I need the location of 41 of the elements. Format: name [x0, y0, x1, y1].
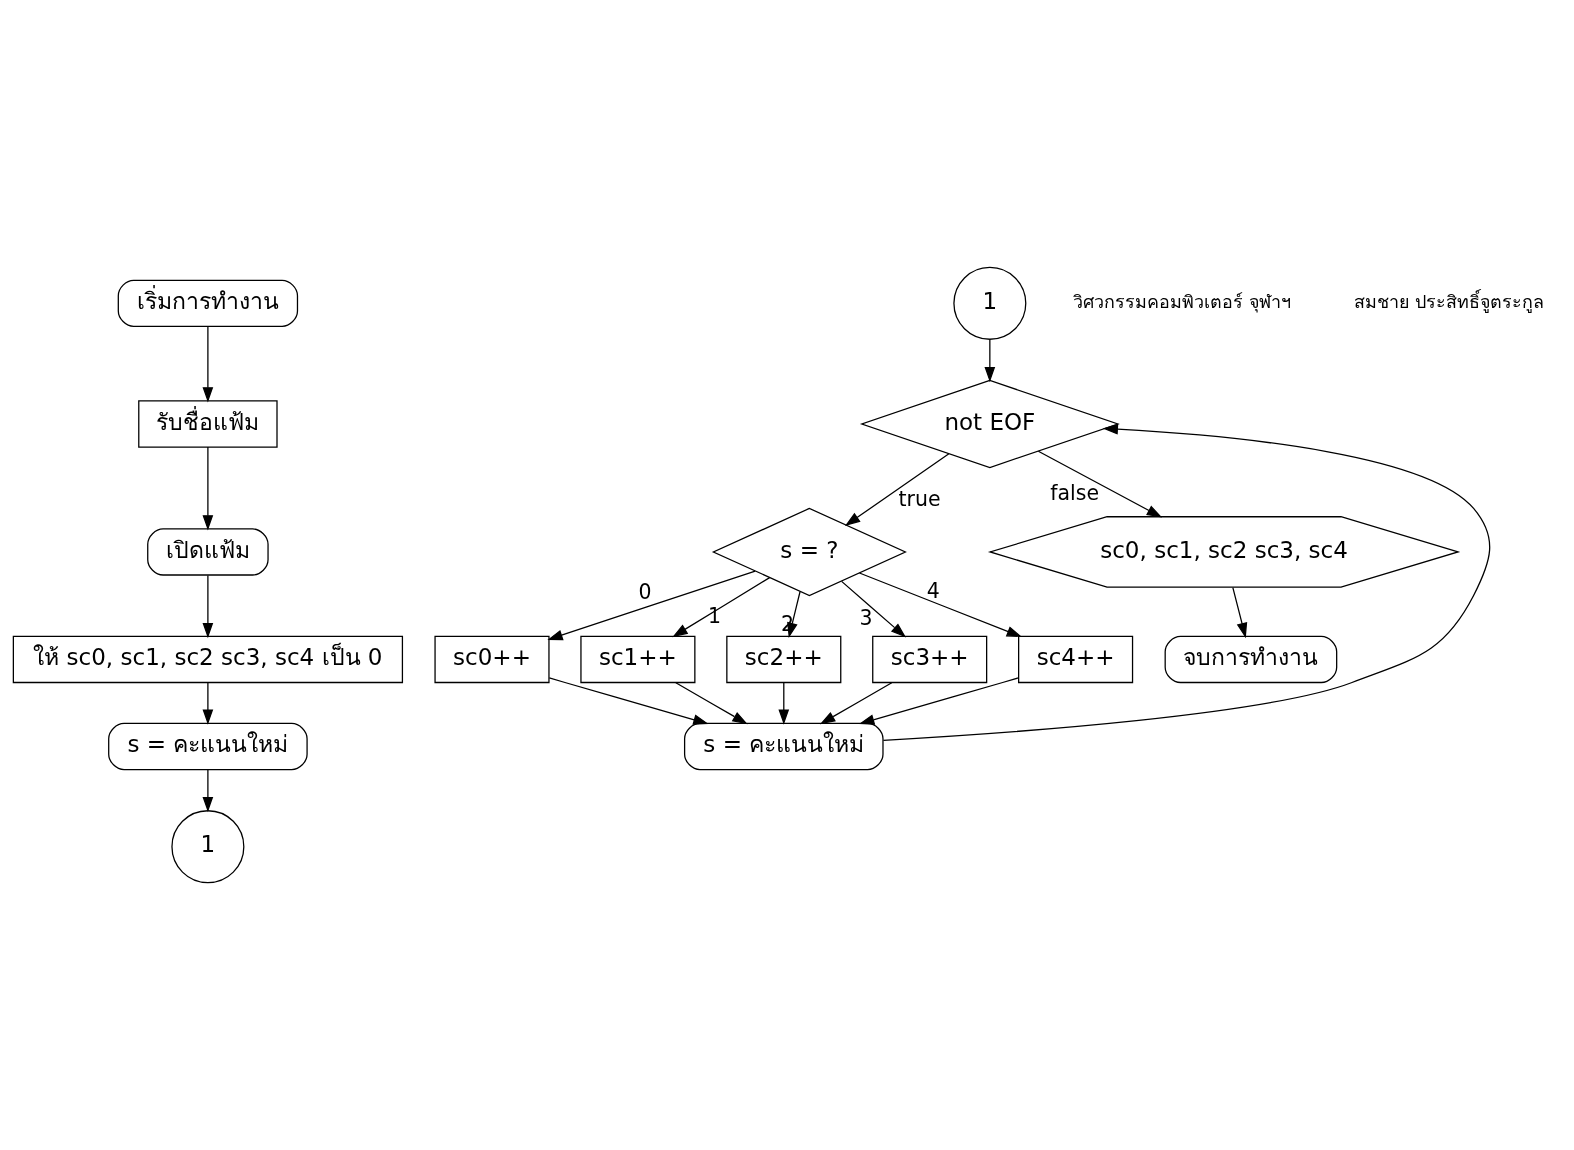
arrow [672, 576, 771, 638]
arrow [202, 682, 214, 725]
edge-label: 3 [859, 606, 873, 631]
node-box: sc4++ [1018, 635, 1134, 684]
node-diamond: s = ? [711, 507, 907, 597]
node-box: จบการทำงาน [1164, 635, 1338, 684]
arrow [202, 574, 214, 639]
label: วิศวกรรมคอมพิวเตอร์ จุฬาฯ [1072, 291, 1291, 313]
node-box: s = คะแนนใหม่ [684, 722, 884, 771]
arrow [882, 423, 1491, 741]
node-box: sc2++ [726, 635, 842, 684]
node-box: ให้ sc0, sc1, sc2 sc3, sc4 เป็น 0 [12, 635, 404, 684]
arrow [202, 326, 214, 403]
node-box: เริ่มการทำงาน [117, 279, 299, 327]
arrow [858, 677, 1019, 725]
arrow [548, 677, 709, 725]
node-box: sc1++ [580, 635, 696, 684]
node-box: เปิดแฟ้ม [147, 528, 269, 576]
node-box: sc3++ [872, 635, 988, 684]
edge-label: 0 [638, 579, 652, 604]
edge-label: 1 [708, 604, 722, 629]
arrow [844, 453, 950, 526]
edge-label: false [1050, 481, 1100, 506]
node-circle: 1 [171, 810, 245, 884]
arrow [202, 769, 214, 813]
node-box: s = คะแนนใหม่ [108, 722, 308, 771]
arrow [202, 446, 214, 531]
arrow [819, 682, 893, 725]
arrow [778, 682, 790, 725]
arrow [675, 682, 748, 725]
edge-label: 4 [926, 579, 940, 604]
node-box: รับชื่อแฟ้ม [138, 400, 278, 448]
label: สมชาย ประสิทธิ์จูตระกูล [1354, 291, 1545, 313]
arrow [841, 580, 907, 638]
arrow [1232, 586, 1248, 639]
arrow [858, 572, 1023, 638]
node-box: sc0++ [434, 635, 550, 684]
arrow [1037, 450, 1163, 518]
arrow [547, 570, 756, 641]
node-circle: 1 [953, 266, 1027, 340]
arrow [984, 339, 996, 383]
